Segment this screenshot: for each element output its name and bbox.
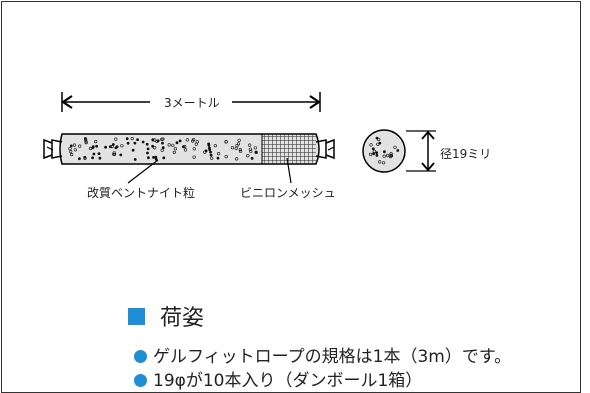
vinylon-mesh-label: ビニロンメッシュ — [240, 186, 336, 200]
right-tie-end — [315, 138, 335, 160]
mesh-leader-line — [286, 157, 292, 184]
bullet-text: 19φが10本入り（ダンボール1箱） — [153, 371, 423, 391]
bullet-item: ゲルフィットロープの規格は1本（3m）です。 — [134, 342, 511, 367]
bentonite-leader-line — [127, 159, 159, 184]
bullet-text: ゲルフィットロープの規格は1本（3m）です。 — [153, 347, 512, 367]
diameter-label: 径19ミリ — [440, 147, 492, 161]
mesh-section — [262, 134, 316, 164]
length-dimension — [61, 92, 321, 112]
left-tie-end — [43, 138, 63, 160]
bentonite-granules — [68, 137, 258, 161]
bullet-item: 19φが10本入り（ダンボール1箱） — [134, 366, 422, 391]
rope-body — [59, 133, 320, 165]
cross-section — [362, 129, 406, 173]
bentonite-granule-label: 改質ベントナイト粒 — [87, 186, 196, 200]
section-title: 荷姿 — [160, 306, 205, 331]
bullet-dot-icon — [134, 350, 147, 363]
diameter-dimension — [406, 130, 436, 172]
length-label: 3メートル — [161, 94, 223, 111]
section-square-icon — [128, 308, 145, 325]
bullet-dot-icon — [134, 374, 147, 387]
cross-section-granules — [368, 136, 400, 165]
